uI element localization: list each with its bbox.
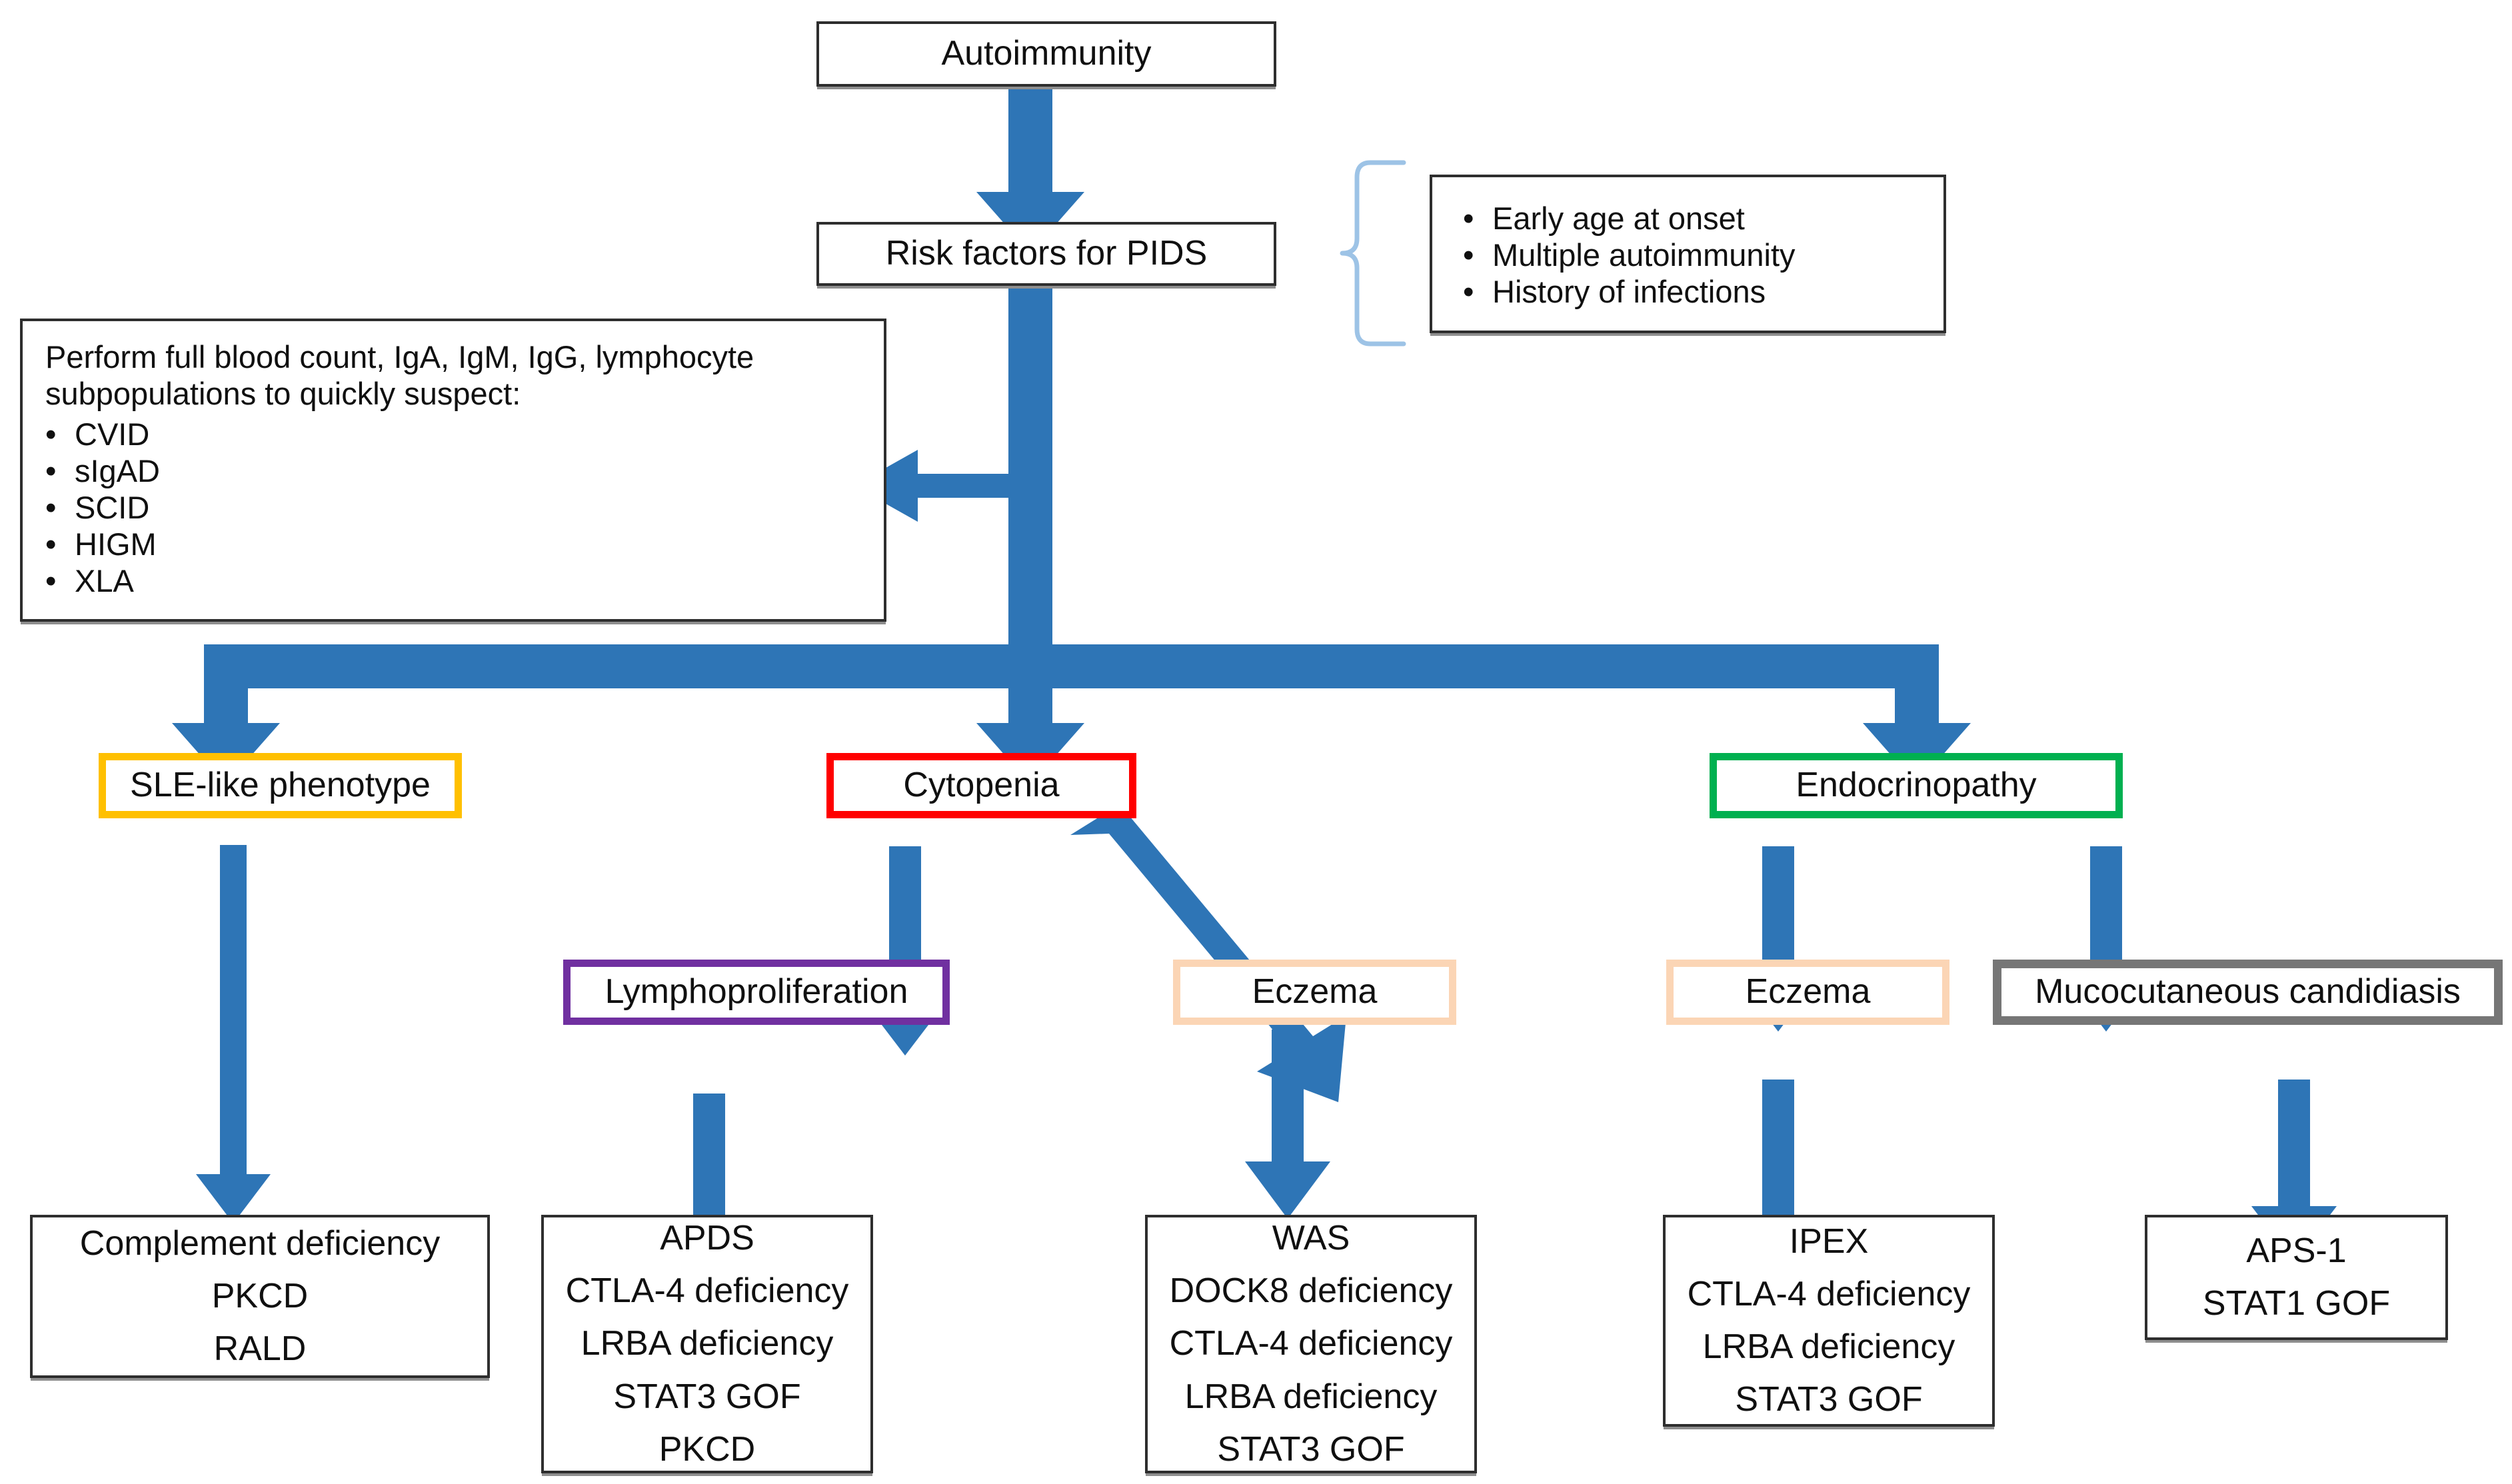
workup-list-item-label: SCID	[75, 490, 150, 525]
risk-factor-item: • Early age at onset	[1463, 200, 1926, 237]
bullet-glyph: •	[45, 526, 57, 562]
arrow-risk-factors-trunk	[1008, 255, 1052, 663]
leaf-line: PKCD	[211, 1276, 309, 1315]
node-mucocutaneous-candidiasis[interactable]: Mucocutaneous candidiasis	[1993, 960, 2503, 1025]
leaf-line: LRBA deficiency	[1702, 1327, 1955, 1366]
workup-list-item: • XLA	[45, 562, 866, 599]
leaf-line: CTLA-4 deficiency	[1687, 1274, 1971, 1313]
bullet-glyph: •	[45, 416, 57, 452]
arrow-eczema-to-was-leaf	[1245, 1030, 1330, 1219]
leaf-line: CTLA-4 deficiency	[1169, 1324, 1453, 1363]
node-lymphoproliferation-label: Lymphoproliferation	[605, 972, 908, 1012]
bullet-glyph: •	[45, 453, 57, 488]
risk-factor-brace	[1340, 160, 1406, 347]
risk-factor-item: • History of infections	[1463, 273, 1926, 310]
workup-list-item-label: HIGM	[75, 526, 157, 562]
workup-suspect-list: • CVID • sIgAD • SCID • HIGM • XLA	[45, 416, 866, 599]
node-cytopenia-label: Cytopenia	[903, 766, 1060, 805]
leaf-line: APDS	[660, 1219, 754, 1258]
workup-list-item-label: XLA	[75, 563, 134, 598]
workup-paragraph-line-2: subpopulations to quickly suspect:	[45, 376, 521, 411]
risk-factor-item-label: Early age at onset	[1492, 201, 1745, 236]
leaf-box-sle[interactable]: Complement deficiency PKCD RALD	[30, 1215, 490, 1378]
risk-factor-item-label: Multiple autoimmunity	[1492, 237, 1796, 273]
node-risk-factors-for-pids[interactable]: Risk factors for PIDS	[816, 222, 1276, 286]
workup-list-item: • CVID	[45, 416, 866, 452]
leaf-line: LRBA deficiency	[581, 1324, 834, 1363]
node-sle-like-phenotype[interactable]: SLE-like phenotype	[99, 753, 462, 818]
leaf-line: DOCK8 deficiency	[1169, 1271, 1453, 1311]
leaf-line: CTLA-4 deficiency	[565, 1271, 849, 1311]
bullet-glyph: •	[45, 490, 57, 525]
panel-risk-factor-list: • Early age at onset • Multiple autoimmu…	[1430, 175, 1946, 333]
node-eczema-cytopenia-label: Eczema	[1252, 972, 1378, 1012]
workup-list-item-label: CVID	[75, 416, 150, 452]
leaf-line: WAS	[1272, 1219, 1350, 1258]
node-endocrinopathy[interactable]: Endocrinopathy	[1710, 753, 2123, 818]
workup-list-item: • SCID	[45, 489, 866, 526]
node-lymphoproliferation[interactable]: Lymphoproliferation	[563, 960, 950, 1025]
node-eczema-endocrinopathy[interactable]: Eczema	[1666, 960, 1949, 1025]
arrow-sle-to-complement-leaf	[196, 845, 271, 1223]
arrow-cytopenia-to-eczema	[1070, 804, 1346, 1102]
bullet-glyph: •	[1463, 237, 1474, 273]
risk-factor-item-label: History of infections	[1492, 274, 1766, 309]
leaf-line: APS-1	[2246, 1231, 2347, 1270]
bullet-glyph: •	[45, 563, 57, 598]
workup-list-item: • sIgAD	[45, 452, 866, 489]
leaf-line: IPEX	[1789, 1221, 1869, 1261]
node-endocrinopathy-label: Endocrinopathy	[1796, 766, 2037, 805]
leaf-line: STAT3 GOF	[1217, 1429, 1405, 1469]
leaf-line: RALD	[213, 1329, 307, 1369]
workup-list-item-label: sIgAD	[75, 453, 160, 488]
panel-initial-workup: Perform full blood count, IgA, IgM, IgG,…	[20, 319, 886, 622]
leaf-line: Complement deficiency	[79, 1223, 441, 1263]
node-sle-like-phenotype-label: SLE-like phenotype	[130, 766, 431, 805]
workup-list-item: • HIGM	[45, 526, 866, 562]
risk-factor-list: • Early age at onset • Multiple autoimmu…	[1463, 200, 1926, 310]
leaf-box-eczema-cytopenia[interactable]: WAS DOCK8 deficiency CTLA-4 deficiency L…	[1145, 1215, 1477, 1473]
node-autoimmunity[interactable]: Autoimmunity	[816, 21, 1276, 87]
leaf-line: STAT1 GOF	[2202, 1284, 2391, 1323]
node-mucocutaneous-candidiasis-label: Mucocutaneous candidiasis	[2035, 972, 2461, 1012]
leaf-box-candidiasis[interactable]: APS-1 STAT1 GOF	[2145, 1215, 2448, 1340]
node-eczema-cytopenia[interactable]: Eczema	[1173, 960, 1456, 1025]
leaf-line: PKCD	[658, 1429, 756, 1469]
leaf-line: LRBA deficiency	[1184, 1377, 1438, 1416]
bullet-glyph: •	[1463, 201, 1474, 236]
leaf-box-eczema-endocrinopathy[interactable]: IPEX CTLA-4 deficiency LRBA deficiency S…	[1663, 1215, 1995, 1427]
workup-paragraph-line-1: Perform full blood count, IgA, IgM, IgG,…	[45, 339, 754, 374]
distribution-bar	[204, 644, 1939, 688]
node-cytopenia[interactable]: Cytopenia	[826, 753, 1136, 818]
leaf-line: STAT3 GOF	[1735, 1380, 1923, 1419]
node-eczema-endocrinopathy-label: Eczema	[1745, 972, 1871, 1012]
bullet-glyph: •	[1463, 274, 1474, 309]
node-risk-factors-label: Risk factors for PIDS	[885, 234, 1208, 273]
leaf-line: STAT3 GOF	[613, 1377, 801, 1416]
leaf-box-lymphoproliferation[interactable]: APDS CTLA-4 deficiency LRBA deficiency S…	[541, 1215, 873, 1473]
node-autoimmunity-label: Autoimmunity	[941, 34, 1152, 73]
risk-factor-item: • Multiple autoimmunity	[1463, 237, 1926, 273]
